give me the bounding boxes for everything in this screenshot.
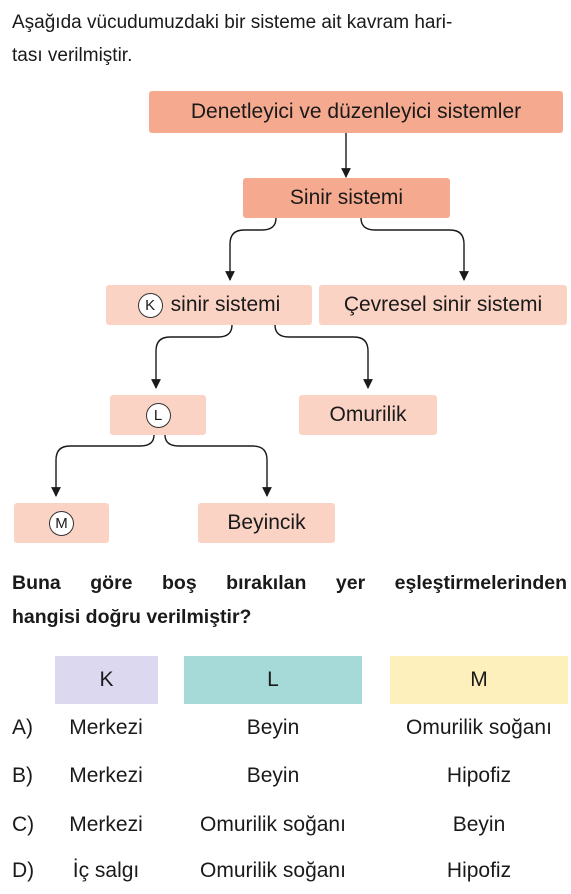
option-k-value: Merkezi [69,716,143,739]
option-m-value: Beyin [452,813,506,836]
option-l-value: Beyin [246,764,300,787]
blank-m-marker: M [49,510,74,536]
arrow-l-to-cerebellum [164,434,272,497]
option-m-value: Hipofiz [446,764,512,787]
box-peripheral: Çevresel sinir sistemi [319,285,567,325]
box-k-label: sinir sistemi [170,293,281,316]
answer-option-a[interactable]: A) Merkezi Beyin Omurilik soğanı [0,716,571,746]
option-k-value: İç salgı [72,859,140,882]
concept-map: Denetleyici ve düzenleyici sistemler Sin… [14,91,567,543]
arrow-nervous-to-peripheral [360,217,469,281]
answer-option-d[interactable]: D) İç salgı Omurilik soğanı Hipofiz [0,859,571,889]
box-nervous-system-label: Sinir sistemi [289,186,404,209]
option-letter: A) [12,716,33,739]
option-letter: D) [12,859,35,882]
intro-line-2: tası verilmiştir. [12,45,133,66]
question-line-2: hangisi doğru verilmiştir? [12,606,252,628]
box-m: M [14,503,109,543]
box-peripheral-label: Çevresel sinir sistemi [343,293,543,316]
table-header-l: L [184,656,362,704]
option-k-value: Merkezi [69,813,143,836]
option-l-value: Omurilik soğanı [200,859,346,882]
arrow-k-to-l [151,324,233,389]
option-m-value: Omurilik soğanı [406,716,552,739]
answer-option-c[interactable]: C) Merkezi Omurilik soğanı Beyin [0,813,571,843]
box-l: L [110,395,206,435]
table-header-m: M [390,656,568,704]
option-l-value: Omurilik soğanı [200,813,346,836]
option-letter: B) [12,764,33,787]
blank-k-marker: K [137,292,163,318]
box-spinal-cord: Omurilik [299,395,437,435]
concept-map-arrows [51,133,469,497]
box-cerebellum-label: Beyincik [227,511,306,534]
arrow-nervous-to-k [225,217,277,281]
arrow-l-to-m [51,434,155,497]
table-header-k: K [55,656,158,704]
option-letter: C) [12,813,35,836]
intro-line-1: Aşağıda vücudumuzdaki bir sisteme ait ka… [12,12,453,33]
blank-l-marker: L [145,402,171,428]
box-cerebellum: Beyincik [198,503,335,543]
box-k: K sinir sistemi [106,285,312,325]
question-line-1: Buna göre boş bırakılan yer eşleştirmele… [12,572,567,594]
answer-option-b[interactable]: B) Merkezi Beyin Hipofiz [0,764,571,794]
intro-text: Aşağıda vücudumuzdaki bir sisteme ait ka… [12,6,567,72]
option-m-value: Hipofiz [446,859,512,882]
arrow-k-to-spinal [274,324,373,389]
box-spinal-cord-label: Omurilik [329,403,407,426]
box-nervous-system: Sinir sistemi [243,178,450,218]
box-root: Denetleyici ve düzenleyici sistemler [149,91,563,133]
option-k-value: Merkezi [69,764,143,787]
box-root-label: Denetleyici ve düzenleyici sistemler [190,100,522,123]
question-text: Buna göre boş bırakılan yer eşleştirmele… [12,566,567,634]
option-l-value: Beyin [246,716,300,739]
